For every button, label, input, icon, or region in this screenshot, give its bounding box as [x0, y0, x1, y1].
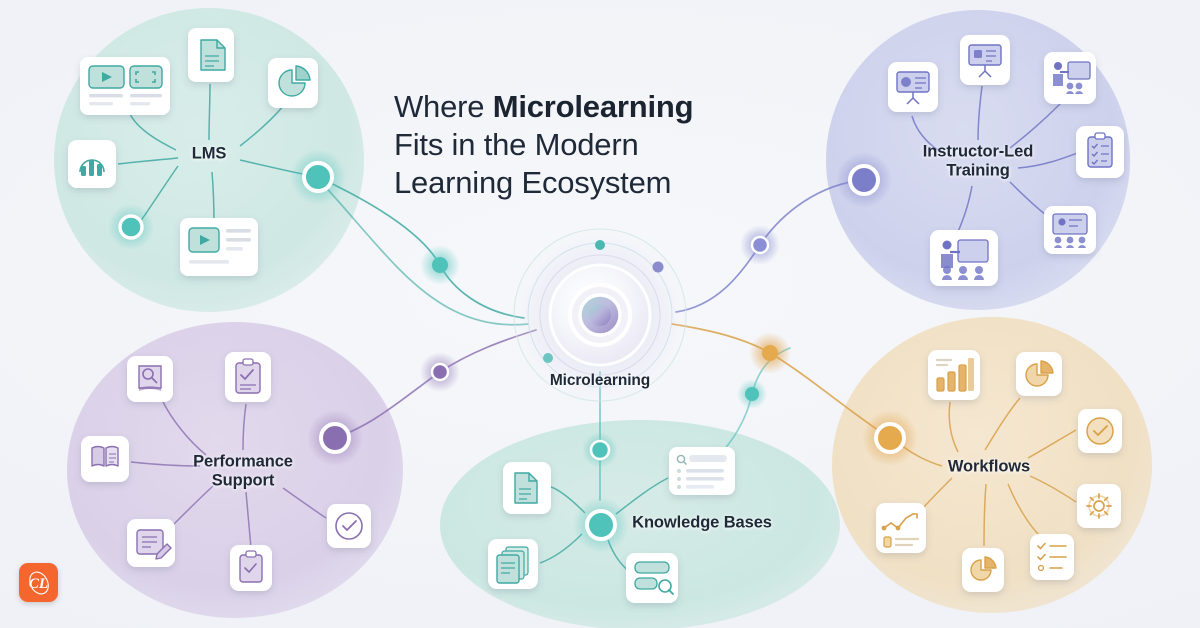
title-line-1: Where Microlearning [394, 88, 744, 126]
page-title: Where Microlearning Fits in the Modern L… [394, 88, 744, 202]
hub-to-workflows-mid-dot [762, 345, 778, 361]
lms-inner-node [118, 214, 144, 240]
hub-to-ilt-mid-dot [750, 235, 770, 255]
clipboard-task-icon [230, 545, 272, 591]
title-line-2: Fits in the Modern [394, 127, 639, 163]
classroom-group-icon [930, 230, 998, 286]
check-circle-icon [327, 504, 371, 548]
hub-orbit-dot-right [652, 261, 664, 273]
pie-chart-small-icon [962, 548, 1004, 592]
workflows-cluster-contents [862, 350, 1122, 592]
knowledge-bases-to-workflows-mid-dot [745, 387, 759, 401]
document-icon [188, 28, 234, 82]
video-layout-card-icon [80, 57, 170, 115]
performance-support-connector-node [319, 422, 351, 454]
video-lesson-card-icon [180, 218, 258, 276]
knowledge-bases-connector-node [585, 509, 617, 541]
hub-to-performance-support-mid-dot [430, 362, 450, 382]
presentation-chart-board-icon [888, 62, 938, 112]
knowledge-bases-cluster-contents [488, 432, 735, 603]
hub-orbit-dot-top [595, 240, 605, 250]
title-line-3: Learning Ecosystem [394, 165, 672, 201]
workflows-connector-node [874, 422, 906, 454]
trend-line-card-icon [876, 503, 926, 553]
instructor-class-icon [1044, 52, 1096, 104]
cl-logo-mark: CL [28, 571, 49, 594]
ilt-cluster-contents [836, 35, 1124, 286]
title-keyword-microlearning: Microlearning [492, 89, 694, 124]
note-edit-icon [127, 519, 175, 567]
knowledge-bases-top-node [589, 439, 611, 461]
performance-support-cluster-contents [81, 352, 371, 591]
clipboard-checklist-icon [1076, 126, 1124, 178]
search-results-card-icon [669, 447, 735, 495]
cl-logo-text: CL [28, 576, 47, 592]
stacked-documents-icon [488, 539, 538, 589]
pie-chart-icon [1016, 352, 1062, 396]
lms-connector-node [302, 161, 334, 193]
search-bar-card-icon [626, 553, 678, 603]
webinar-audience-icon [1044, 206, 1096, 254]
checklist-icon [1030, 534, 1074, 580]
cl-logo: CL [19, 563, 58, 602]
bar-chart-report-icon [928, 350, 980, 400]
performance-support-spokes [130, 399, 327, 549]
connector-mid-dots [420, 225, 791, 409]
pie-chart-icon [268, 58, 318, 108]
book-search-icon [127, 356, 173, 402]
hub-to-lms-mid-dot [432, 257, 448, 273]
hub-to-lms-connector-b [317, 178, 529, 326]
gear-settings-icon [1077, 484, 1121, 528]
analytics-gauge-icon [68, 140, 116, 188]
open-book-icon [81, 436, 129, 482]
document-icon [503, 462, 551, 514]
check-circle-icon [1078, 409, 1122, 453]
hub-orbit-dot-left [543, 353, 553, 363]
title-line-1-plain: Where [394, 89, 493, 124]
clipboard-check-icon [225, 352, 271, 402]
lms-cluster-contents [68, 28, 346, 276]
presentation-slide-board-icon [960, 35, 1010, 85]
ilt-connector-node [848, 164, 880, 196]
microlearning-hub [504, 219, 696, 411]
